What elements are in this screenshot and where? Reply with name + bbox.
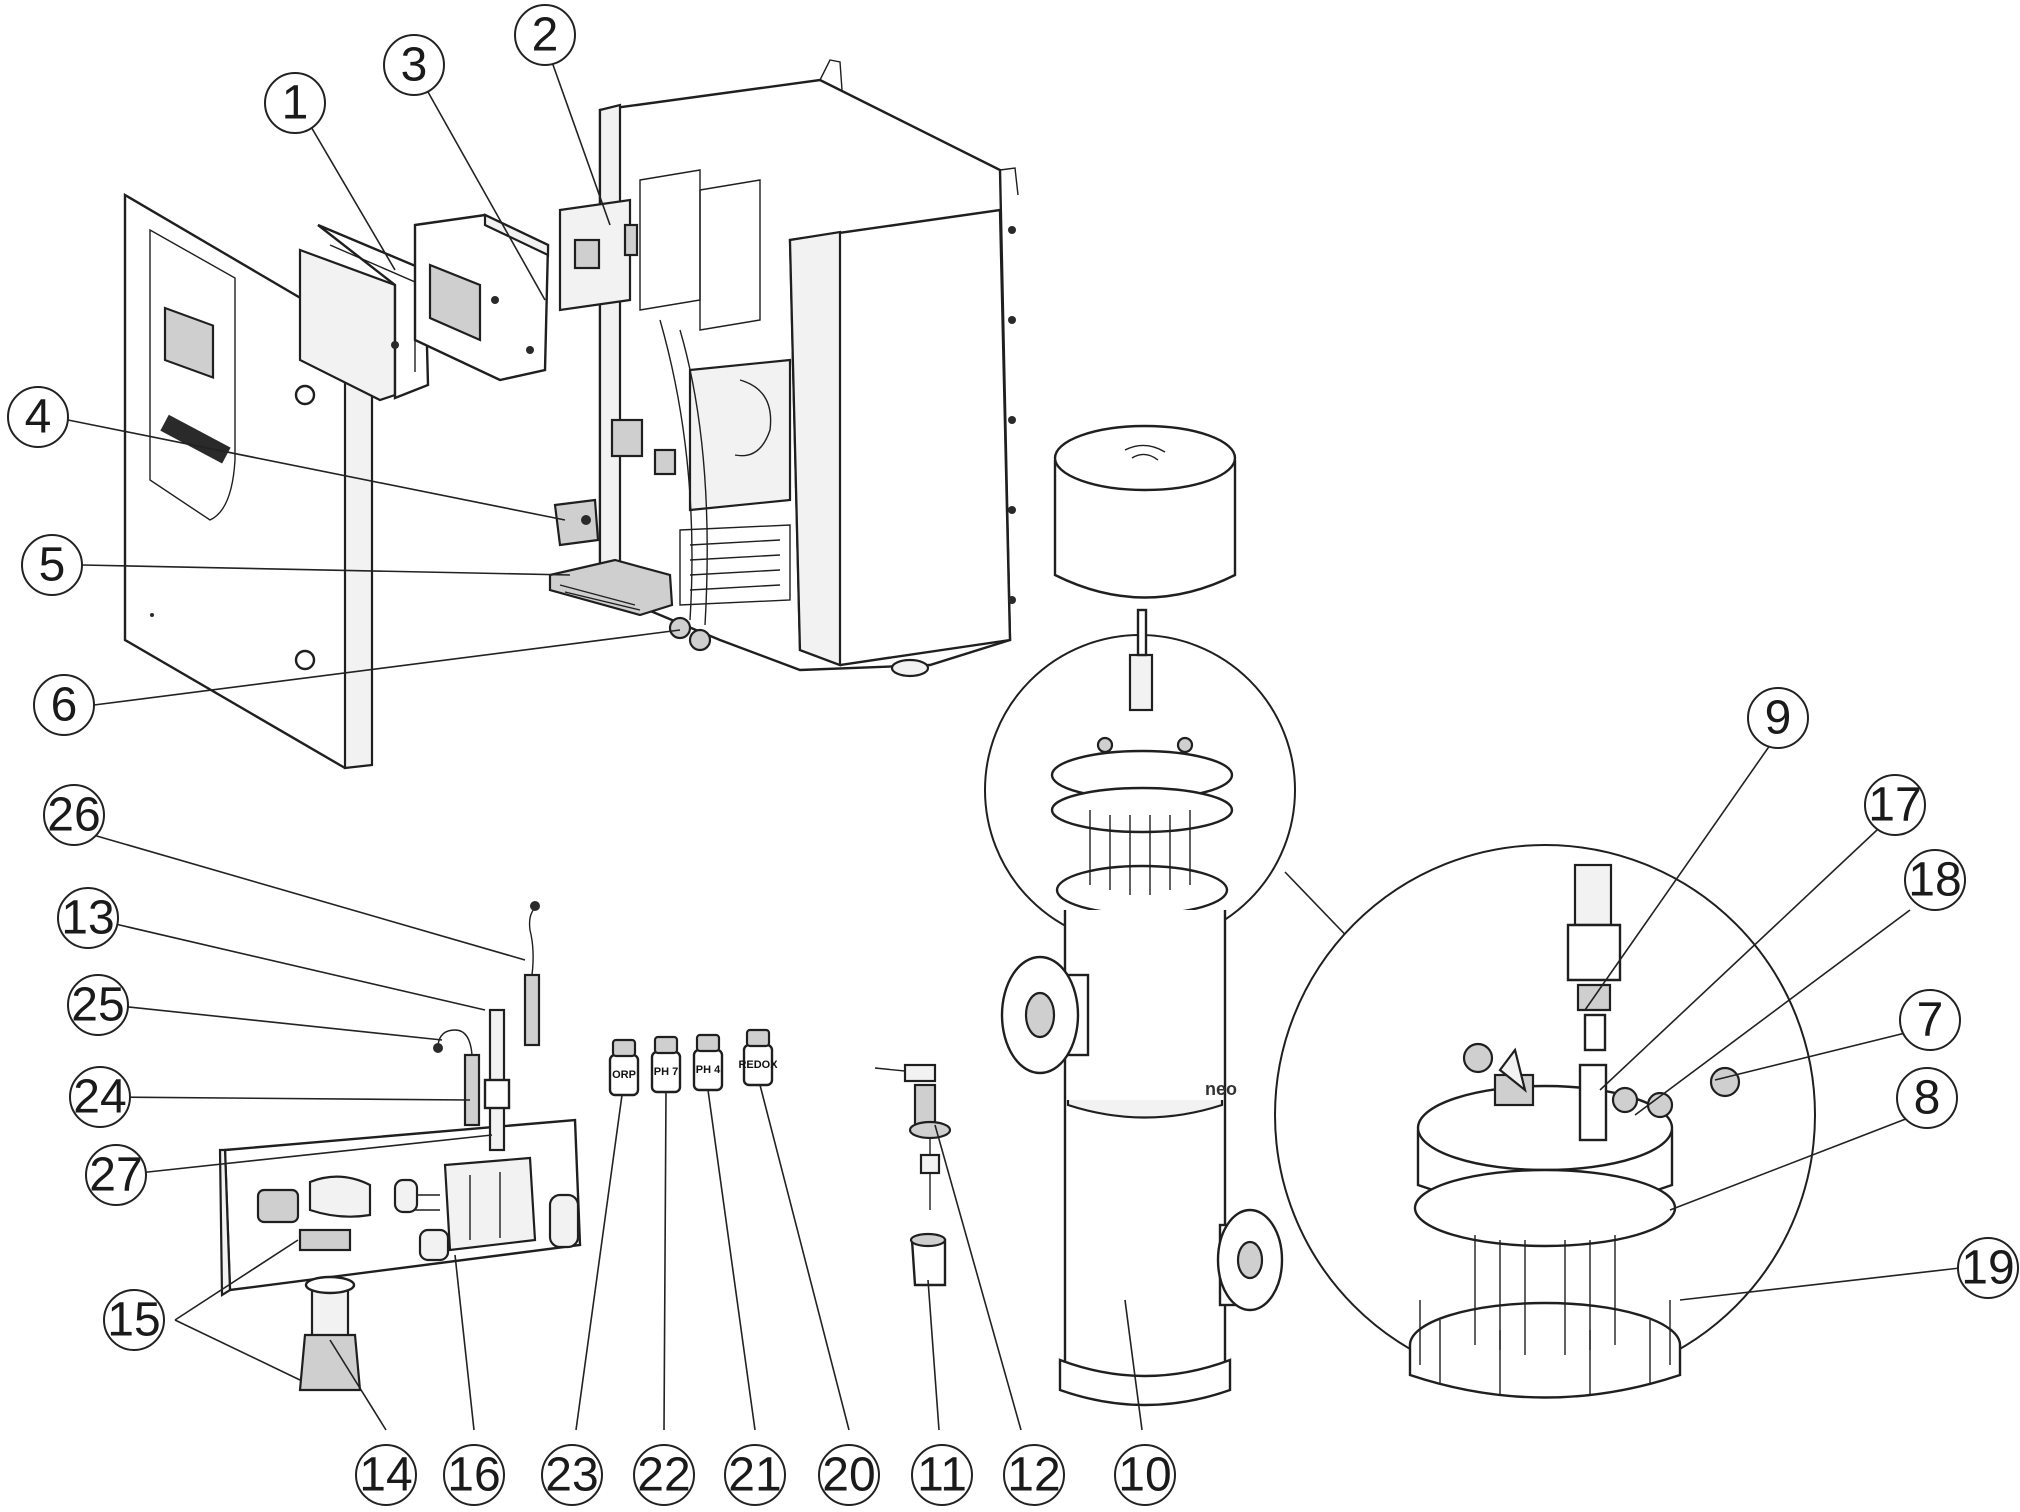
callout-7-label: 7 xyxy=(1917,994,1944,1047)
callout-10-label: 10 xyxy=(1118,1449,1171,1502)
controller-board xyxy=(558,198,639,312)
callout-12: 12 xyxy=(1003,1444,1065,1506)
callout-11-label: 11 xyxy=(917,1449,967,1502)
enlarged-detail-circle xyxy=(1274,844,1816,1399)
relay-block xyxy=(553,498,600,547)
callout-17: 17 xyxy=(1864,774,1926,836)
bottle-20-label: REDOX xyxy=(738,1059,778,1071)
callout-15-label: 15 xyxy=(107,1294,160,1347)
callout-26-label: 26 xyxy=(47,789,100,842)
callout-19-label: 19 xyxy=(1961,1242,2014,1295)
callout-10: 10 xyxy=(1114,1444,1176,1506)
callout-21: 21 xyxy=(724,1444,786,1506)
callout-5: 5 xyxy=(21,534,83,596)
probe-sensors xyxy=(433,901,541,1152)
callout-14-label: 14 xyxy=(359,1449,412,1502)
power-supply xyxy=(548,558,674,617)
callout-11: 11 xyxy=(911,1444,973,1506)
callout-21-label: 21 xyxy=(728,1449,781,1502)
callout-24: 24 xyxy=(69,1066,131,1128)
callout-27-label: 27 xyxy=(89,1149,142,1202)
callout-24-label: 24 xyxy=(73,1071,126,1124)
callout-14: 14 xyxy=(355,1444,417,1506)
callout-13: 13 xyxy=(57,887,119,949)
svg-text:neo: neo xyxy=(1205,1079,1237,1099)
callout-4: 4 xyxy=(7,386,69,448)
callout-4-label: 4 xyxy=(25,391,52,444)
probe-panel xyxy=(218,1118,582,1297)
bottle-22-label: PH 7 xyxy=(654,1066,678,1078)
callout-20-label: 20 xyxy=(822,1449,875,1502)
callout-3-label: 3 xyxy=(401,39,428,92)
callout-17-label: 17 xyxy=(1868,779,1921,832)
callout-1-label: 1 xyxy=(282,77,309,130)
display-module-box xyxy=(413,213,550,382)
callout-12-label: 12 xyxy=(1007,1449,1060,1502)
callout-18: 18 xyxy=(1904,849,1966,911)
callout-8-label: 8 xyxy=(1914,1072,1941,1125)
outlet-flange xyxy=(1216,1208,1284,1312)
callout-13-label: 13 xyxy=(61,892,114,945)
callout-2-label: 2 xyxy=(532,9,559,62)
callout-16: 16 xyxy=(443,1444,505,1506)
callout-7: 7 xyxy=(1899,989,1961,1051)
cabinet-enclosure xyxy=(598,59,1019,678)
callout-25: 25 xyxy=(67,974,129,1036)
inlet-flange xyxy=(1000,955,1090,1075)
callout-6: 6 xyxy=(33,674,95,736)
cable-glands xyxy=(668,616,712,652)
callout-20: 20 xyxy=(818,1444,880,1506)
callout-2: 2 xyxy=(514,4,576,66)
bottle-23: ORP xyxy=(608,1038,640,1097)
callout-22-label: 22 xyxy=(637,1449,690,1502)
bottle-20: REDOX xyxy=(738,1028,778,1087)
flow-switch xyxy=(874,1063,952,1287)
callout-1: 1 xyxy=(264,72,326,134)
cell-detail-circle xyxy=(984,608,1296,946)
callout-5-label: 5 xyxy=(39,539,66,592)
bottle-23-label: ORP xyxy=(612,1069,636,1081)
callout-27: 27 xyxy=(85,1144,147,1206)
cell-housing: neo xyxy=(1000,910,1284,1407)
callout-19: 19 xyxy=(1957,1237,2019,1299)
callout-23: 23 xyxy=(541,1444,603,1506)
filter-housing xyxy=(298,1275,362,1392)
callout-15: 15 xyxy=(103,1289,165,1351)
callout-23-label: 23 xyxy=(545,1449,598,1502)
callout-9: 9 xyxy=(1747,687,1809,749)
bottle-21: PH 4 xyxy=(692,1033,724,1092)
callout-3: 3 xyxy=(383,34,445,96)
callout-18-label: 18 xyxy=(1908,854,1961,907)
callout-26: 26 xyxy=(43,784,105,846)
bottle-22: PH 7 xyxy=(650,1035,682,1094)
callout-16-label: 16 xyxy=(447,1449,500,1502)
callout-6-label: 6 xyxy=(51,679,78,732)
callout-9-label: 9 xyxy=(1765,692,1792,745)
callout-8: 8 xyxy=(1896,1067,1958,1129)
callout-25-label: 25 xyxy=(71,979,124,1032)
bottle-21-label: PH 4 xyxy=(696,1064,721,1076)
callout-22: 22 xyxy=(633,1444,695,1506)
cell-cap xyxy=(1053,424,1237,599)
